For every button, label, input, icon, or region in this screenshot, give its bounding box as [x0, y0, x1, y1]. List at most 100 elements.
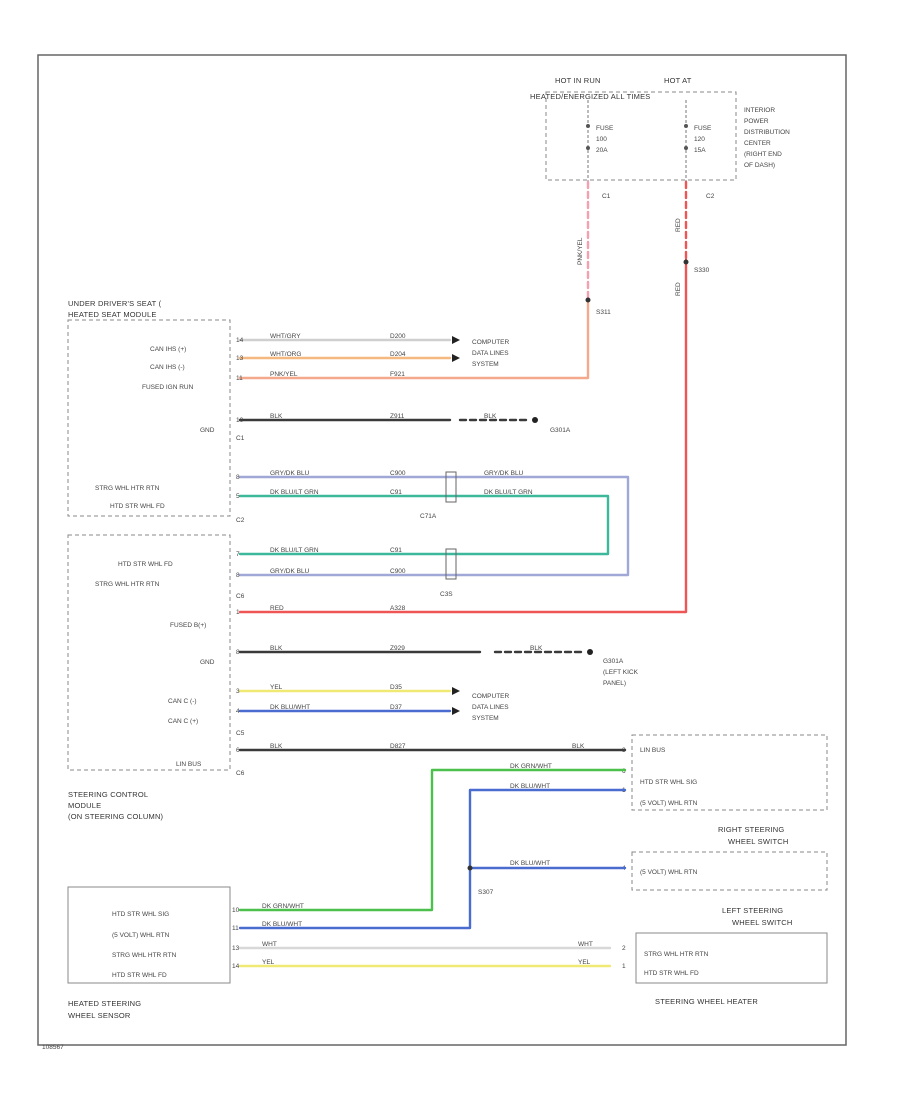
scm-wire-circuit-6: D37 [390, 704, 402, 711]
seat-wire-color-6: DK BLU/LT GRN [270, 489, 319, 496]
splice-s311 [585, 297, 591, 303]
pdc-location-4: CENTER [744, 140, 771, 147]
splice-s330-label: S330 [694, 267, 710, 274]
inline-connector-c3s [445, 548, 457, 580]
seat-wire-labels: 14 WHT/GRY D200 13 WHT/ORG D204 11 PNK/Y… [236, 333, 406, 500]
fuse2-label: FUSE [694, 125, 712, 132]
ground-wire-label-1: BLK [484, 413, 497, 420]
scm-wire-pin-2: 8 [236, 572, 240, 579]
inline-connector-c71a [445, 471, 457, 503]
right-switch-outline [631, 734, 828, 811]
pdc-location-2: POWER [744, 118, 769, 125]
wheel-sensor-outline [67, 886, 231, 984]
fuse-bus-label: HEATED/ENERGIZED ALL TIMES [530, 92, 651, 101]
splice-s307 [467, 865, 473, 871]
fuse2-number: 120 [694, 136, 705, 143]
seat-wire-color-2: WHT/ORG [270, 351, 301, 358]
fuse-block-outline [545, 91, 737, 181]
seat-pin-label-gnd: GND [200, 427, 215, 434]
wire-dk-grn-wht [238, 768, 627, 912]
left-switch-outline [631, 851, 828, 891]
inline-c3s-label: C3S [440, 591, 453, 598]
sensor-title-1: HEATED STEERING [68, 999, 141, 1008]
right-switch-pin-label-1: LIN BUS [640, 747, 666, 754]
wire-pnk-yel-feed [238, 298, 590, 380]
scm-conn-2: C5 [236, 730, 245, 737]
heated-steering-wheel-sensor: HTD STR WHL SIG (5 VOLT) WHL RTN STRG WH… [67, 886, 304, 1020]
seat-module-title-1: UNDER DRIVER'S SEAT ( [68, 299, 162, 308]
fuse-block: HOT IN RUN HOT AT HEATED/ENERGIZED ALL T… [530, 76, 790, 200]
steering-control-module: HTD STR WHL FD STRG WHL HTR RTN FUSED B(… [67, 534, 245, 821]
seat-wire-color-3: PNK/YEL [270, 371, 298, 378]
scm-wire-color-1: DK BLU/LT GRN [270, 547, 319, 554]
right-switch-pin-1: 3 [622, 747, 626, 754]
scm-wire-circuit-1: C91 [390, 547, 402, 554]
sensor-pin-label-3: STRG WHL HTR RTN [112, 952, 177, 959]
pnk-yel-vertical-label: PNK/YEL [577, 237, 584, 265]
scm-title-1: STEERING CONTROL [68, 790, 148, 799]
scm-conn-3: C6 [236, 770, 245, 777]
wire-c900-loop [238, 475, 630, 577]
right-switch-wire-2: DK GRN/WHT [510, 763, 552, 770]
heater-outline [635, 932, 828, 984]
ground-wire-label-2: BLK [530, 645, 543, 652]
left-switch-title-1: LEFT STEERING [722, 906, 783, 915]
seat-pin-label-htr-rtn: STRG WHL HTR RTN [95, 485, 160, 492]
sensor-wire-1: DK GRN/WHT [262, 903, 304, 910]
scm-title-3: (ON STEERING COLUMN) [68, 812, 164, 821]
red-vertical-label-1: RED [675, 218, 682, 232]
seat-wire-pin-2: 13 [236, 355, 244, 362]
heater-pin-label-2: HTD STR WHL FD [644, 970, 699, 977]
ground-g301a-1 [532, 417, 538, 423]
right-switch-wire-3: DK BLU/WHT [510, 783, 550, 790]
footer-code: 108567 [42, 1044, 64, 1051]
scm-pin-label-fused-b: FUSED B(+) [170, 622, 206, 629]
seat-conn-c2: C2 [236, 517, 245, 524]
seat-pin-label-htd-fd: HTD STR WHL FD [110, 503, 165, 510]
wire-c91-loop [238, 494, 610, 556]
computer-ref1-line-1: COMPUTER [472, 339, 510, 346]
left-switch-wire: DK BLU/WHT [510, 860, 550, 867]
sensor-pin-label-1: HTD STR WHL SIG [112, 911, 169, 918]
arrow-computer-ref-1a [452, 336, 460, 344]
steering-wire-labels: 7 DK BLU/LT GRN C91 8 GRY/DK BLU C900 1 … [236, 547, 406, 754]
steering-module-outline [67, 534, 231, 771]
sensor-wire-3: WHT [262, 941, 277, 948]
fuse1-number: 100 [596, 136, 607, 143]
scm-wire-color-6: DK BLU/WHT [270, 704, 310, 711]
seat-module-outline [67, 319, 231, 517]
seat-wire-pin-5: 8 [236, 474, 240, 481]
scm-pin-label-can-minus: CAN C (-) [168, 698, 197, 705]
seat-wire-pin-6: 5 [236, 493, 240, 500]
scm-pin-label-can-plus: CAN C (+) [168, 718, 198, 725]
fuse1-rating: 20A [596, 147, 608, 154]
pdc-location-5: (RIGHT END [744, 151, 782, 158]
sensor-pin-1: 10 [232, 907, 240, 914]
ground-g301b-3: PANEL) [603, 680, 626, 687]
left-steering-wheel-switch: (5 VOLT) WHL RTN 4 DK BLU/WHT LEFT STEER… [510, 851, 828, 927]
scm-wire-circuit-7: D827 [390, 743, 406, 750]
seat-wire-color-4: BLK [270, 413, 283, 420]
scm-wire-circuit-4: Z929 [390, 645, 405, 652]
splice-s307-label: S307 [478, 889, 494, 896]
seat-pin-label-can-ihs-minus: CAN IHS (-) [150, 364, 185, 371]
seat-wire-circuit-2: D204 [390, 351, 406, 358]
scm-wire-color-4: BLK [270, 645, 283, 652]
scm-wire-color-5: YEL [270, 684, 283, 691]
sensor-pin-2: 11 [232, 925, 239, 932]
heater-pin-1: 2 [622, 945, 626, 952]
heater-wire-1: WHT [578, 941, 593, 948]
scm-wire-circuit-5: D35 [390, 684, 402, 691]
scm-wire-pin-6: 4 [236, 708, 240, 715]
computer-ref1-line-3: SYSTEM [472, 361, 499, 368]
steering-wheel-heater: STRG WHL HTR RTN HTD STR WHL FD 2 1 WHT … [578, 932, 828, 1006]
sensor-wire-4: YEL [262, 959, 275, 966]
seat-conn-c1: C1 [236, 435, 245, 442]
scm-wire-color-7: BLK [270, 743, 283, 750]
left-switch-title-2: WHEEL SWITCH [732, 918, 792, 927]
right-switch-title-2: WHEEL SWITCH [728, 837, 788, 846]
red-vertical-label-2: RED [675, 282, 682, 296]
sensor-title-2: WHEEL SENSOR [68, 1011, 131, 1020]
right-switch-pin-2: 6 [622, 768, 626, 775]
inline-c71a-label: C71A [420, 513, 437, 520]
